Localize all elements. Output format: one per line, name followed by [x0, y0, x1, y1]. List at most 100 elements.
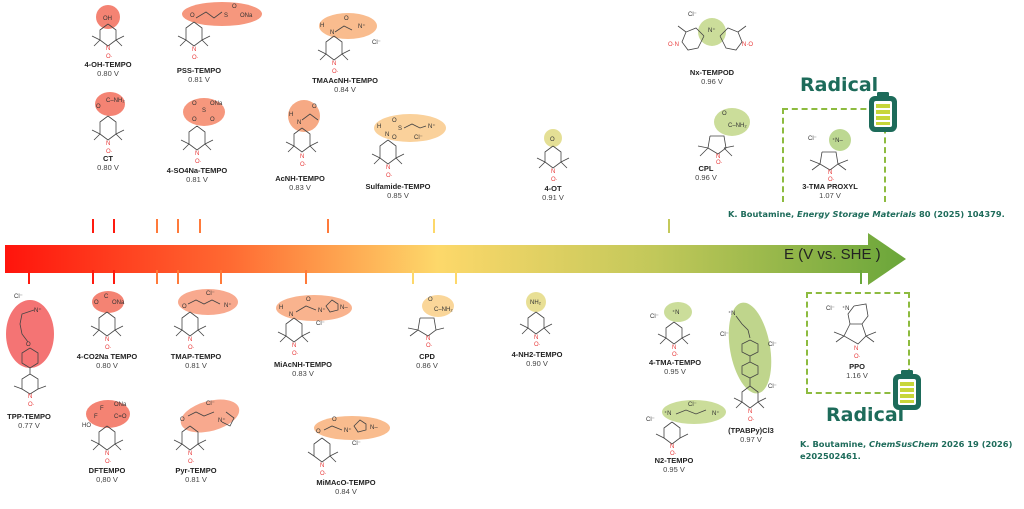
svg-text:Cl⁻: Cl⁻ — [808, 136, 817, 142]
molecule-name: TMAP-TEMPO — [170, 352, 222, 361]
battery-icon-top — [869, 92, 897, 132]
svg-text:N⁺: N⁺ — [712, 410, 720, 417]
structure-4-ot: O NO· — [536, 129, 570, 183]
structure-cpd: OC–NH₂ NO· — [407, 295, 454, 349]
axis-tick — [92, 219, 94, 233]
structure-acnh-tempo: HNO NO· — [285, 100, 320, 168]
svg-text:N: N — [854, 346, 858, 352]
radical-box-top — [782, 108, 886, 202]
svg-text:N: N — [672, 345, 676, 351]
svg-text:N: N — [106, 46, 110, 52]
molecule-potential: 0.97 V — [740, 435, 762, 444]
molecule-name: CPL — [698, 164, 714, 173]
svg-text:O: O — [316, 429, 321, 435]
svg-text:Cl⁻: Cl⁻ — [14, 294, 23, 300]
svg-text:⁺N: ⁺N — [664, 410, 672, 417]
svg-text:O: O — [306, 297, 311, 303]
svg-text:N⁺: N⁺ — [358, 23, 366, 30]
svg-text:Cl⁻: Cl⁻ — [688, 402, 697, 408]
svg-text:⁺N: ⁺N — [672, 309, 680, 316]
svg-text:O·: O· — [105, 459, 112, 465]
molecule-name: CPD — [419, 352, 435, 361]
axis-tick — [668, 219, 670, 233]
svg-text:F: F — [100, 406, 104, 412]
svg-text:O: O — [190, 13, 195, 19]
molecule-potential: 0.84 V — [334, 85, 356, 94]
axis-tick — [113, 219, 116, 233]
svg-text:H: H — [377, 124, 381, 130]
svg-text:N: N — [297, 120, 301, 126]
reference-top: K. Boutamine, Energy Storage Materials 8… — [728, 208, 1005, 220]
svg-text:C=O: C=O — [114, 414, 127, 420]
svg-text:O: O — [26, 342, 31, 348]
molecule-potential: 0.86 V — [416, 361, 438, 370]
svg-text:O·: O· — [300, 162, 307, 168]
svg-text:O·: O· — [386, 173, 393, 179]
axis-tick — [433, 219, 436, 233]
svg-text:O·: O· — [106, 149, 113, 155]
reference-bottom: K. Boutamine, ChemSusChem 2026 19 (2026)… — [800, 438, 1012, 462]
molecule-name: Nx-TEMPOD — [689, 68, 735, 77]
molecule-potential: 0.80 V — [97, 69, 119, 78]
molecule-name: MiMAcO-TEMPO — [316, 478, 376, 487]
svg-text:O: O — [344, 16, 349, 22]
battery-icon-bottom — [893, 370, 921, 410]
molecule-name: Sulfamide-TEMPO — [365, 182, 431, 191]
svg-text:N: N — [534, 335, 538, 341]
structure-3-tma-proxyl: Cl⁻⁺N– NO· — [808, 129, 851, 183]
svg-text:O: O — [182, 304, 187, 310]
axis-tick — [326, 219, 329, 233]
molecule-potential: 0.91 V — [542, 193, 564, 202]
svg-text:O·: O· — [28, 402, 35, 408]
molecule-name: TMAAcNH-TEMPO — [312, 76, 378, 85]
structure-tpp-tempo: Cl⁻N⁺O NO· — [6, 294, 54, 408]
svg-text:O·: O· — [188, 345, 195, 351]
svg-text:N–: N– — [370, 425, 378, 431]
svg-text:N: N — [105, 337, 109, 343]
svg-text:N: N — [748, 409, 752, 415]
molecule-potential: 0.77 V — [18, 421, 40, 430]
svg-text:O·: O· — [426, 343, 433, 349]
svg-text:N⁺: N⁺ — [224, 302, 232, 309]
svg-text:Cl⁻: Cl⁻ — [826, 306, 835, 312]
svg-text:OH: OH — [103, 16, 112, 22]
svg-text:O: O — [392, 135, 397, 141]
svg-text:⁺N: ⁺N — [728, 310, 736, 317]
svg-text:O·: O· — [854, 354, 861, 360]
svg-text:S: S — [224, 13, 228, 19]
molecule-name: N2-TEMPO — [654, 456, 694, 465]
molecule-potential: 0,80 V — [96, 475, 118, 484]
svg-text:Cl⁻: Cl⁻ — [688, 12, 697, 18]
svg-text:O·: O· — [670, 451, 677, 457]
ref-journal: Energy Storage Materials — [797, 209, 917, 219]
molecule-name: 4-OT — [544, 184, 562, 193]
svg-text:N: N — [105, 451, 109, 457]
svg-text:O·: O· — [332, 69, 339, 75]
svg-text:ONa: ONa — [240, 13, 253, 19]
svg-text:O: O — [192, 101, 197, 107]
svg-text:O·: O· — [672, 352, 679, 358]
svg-text:O: O — [210, 117, 215, 123]
svg-text:N: N — [292, 343, 296, 349]
svg-text:N: N — [330, 30, 334, 36]
svg-text:ONa: ONa — [210, 101, 223, 107]
molecule-name: 4-SO4Na-TEMPO — [166, 166, 228, 175]
svg-text:C–NH₂: C–NH₂ — [728, 123, 747, 129]
molecule-potential: 0.80 V — [96, 361, 118, 370]
svg-text:C–NH₂: C–NH₂ — [106, 98, 125, 104]
structure-4-oh-tempo: OH NO· — [91, 5, 125, 60]
svg-text:H: H — [289, 112, 293, 118]
svg-text:N⁺: N⁺ — [428, 123, 436, 130]
